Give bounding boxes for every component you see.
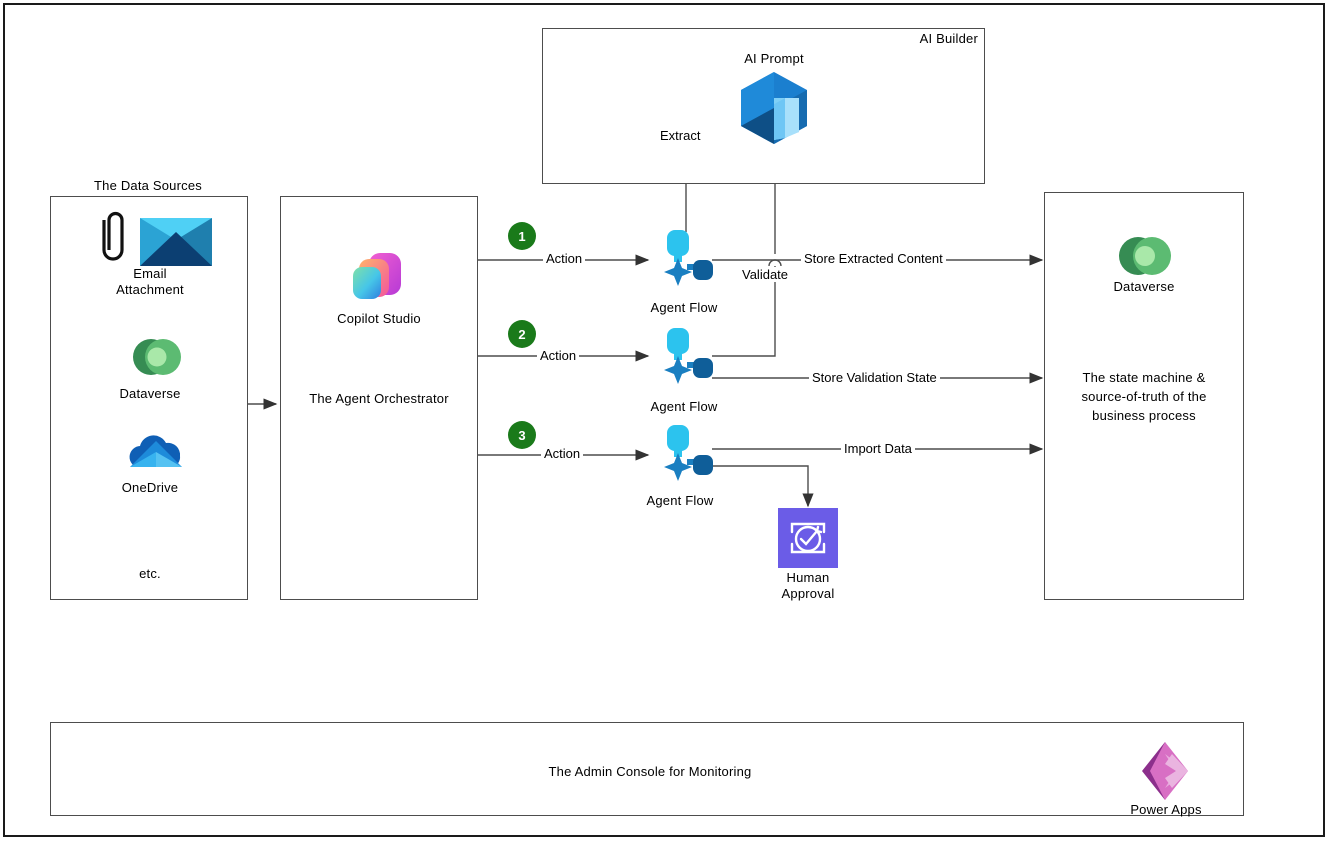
edge-label-action-3: Action xyxy=(541,446,584,461)
data-source-label-dataverse: Dataverse xyxy=(119,386,181,401)
flow-badge-2: 2 xyxy=(508,320,536,348)
power-apps-label: Power Apps xyxy=(1130,802,1202,817)
copilot-studio-icon xyxy=(345,245,409,309)
agent-flow-label-2: Agent Flow xyxy=(650,399,718,414)
power-apps-icon xyxy=(1132,740,1198,802)
agent-flow-icon-1 xyxy=(655,228,713,286)
edge-label-action-2: Action xyxy=(537,348,580,363)
edge-label-store-validation: Store Validation State xyxy=(809,370,940,385)
admin-console-label: The Admin Console for Monitoring xyxy=(548,764,752,779)
dataverse-icon xyxy=(1114,228,1176,286)
edge-label-validate: Validate xyxy=(739,267,792,282)
data-sources-title: The Data Sources xyxy=(94,178,202,193)
data-source-label-etc: etc. xyxy=(139,566,161,581)
dataverse-target-label: Dataverse xyxy=(1113,279,1175,294)
agent-flow-label-3: Agent Flow xyxy=(646,493,714,508)
agent-flow-icon-3 xyxy=(655,423,713,481)
flow-badge-1: 1 xyxy=(508,222,536,250)
edge-label-store-extracted: Store Extracted Content xyxy=(801,251,946,266)
flow-badge-3: 3 xyxy=(508,421,536,449)
human-approval-icon xyxy=(778,508,838,568)
ai-prompt-icon xyxy=(737,70,811,146)
data-source-label-email: Email Attachment xyxy=(116,266,184,298)
agent-orchestrator-label: The Agent Orchestrator xyxy=(309,391,449,406)
admin-console-box xyxy=(50,722,1244,816)
outer-frame xyxy=(3,3,1325,837)
human-approval-label: Human Approval xyxy=(781,570,835,602)
copilot-studio-label: Copilot Studio xyxy=(337,311,421,326)
edge-label-extract: Extract xyxy=(657,128,704,143)
edge-label-import-data: Import Data xyxy=(841,441,915,456)
agent-flow-icon-2 xyxy=(655,326,713,384)
edge-label-action-1: Action xyxy=(543,251,586,266)
email-attachment-icon xyxy=(92,210,222,272)
data-source-label-onedrive: OneDrive xyxy=(121,480,179,495)
dataverse-icon xyxy=(129,330,185,386)
dataverse-target-description: The state machine & source-of-truth of t… xyxy=(1081,370,1207,423)
onedrive-icon xyxy=(122,432,192,478)
agent-flow-label-1: Agent Flow xyxy=(650,300,718,315)
ai-prompt-label: AI Prompt xyxy=(744,51,804,66)
ai-builder-title: AI Builder xyxy=(919,31,978,46)
